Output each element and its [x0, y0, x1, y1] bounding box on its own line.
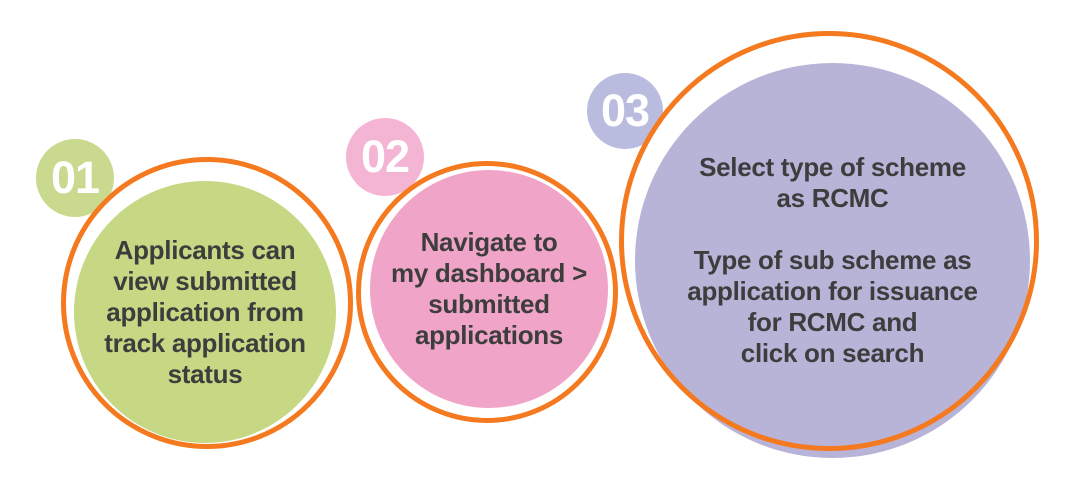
text-line: Applicants can — [114, 234, 296, 265]
text-line: Select type of scheme — [699, 152, 966, 182]
step-3-text: Select type of scheme as RCMC Type of su… — [635, 152, 1030, 369]
step-2-circle: Navigate to my dashboard > submitted app… — [356, 161, 618, 423]
text-line: applications — [414, 320, 564, 350]
text-line: my dashboard > — [391, 258, 587, 288]
text-line: track application — [104, 327, 306, 358]
step-1-number-badge: 01 — [36, 139, 114, 217]
text-line: submitted — [428, 289, 550, 319]
step-1-number: 01 — [50, 151, 100, 203]
step-3-number: 03 — [600, 84, 650, 136]
text-line: Navigate to — [420, 227, 558, 257]
text-line: click on search — [740, 338, 925, 368]
text-line: application for issuance — [687, 276, 978, 306]
text-line — [635, 214, 1030, 245]
text-line: as RCMC — [776, 183, 889, 213]
step-1-circle: Applicants can view submitted applicatio… — [61, 157, 353, 449]
step-3-fill-circle: Select type of scheme as RCMC Type of su… — [635, 63, 1030, 458]
step-1-fill-circle: Applicants can view submitted applicatio… — [74, 181, 336, 443]
step-2-text: Navigate to my dashboard > submitted app… — [370, 227, 608, 351]
step-2-fill-circle: Navigate to my dashboard > submitted app… — [370, 170, 608, 408]
text-line: application from — [106, 296, 304, 327]
text-line: status — [167, 358, 243, 389]
step-1-text: Applicants can view submitted applicatio… — [74, 235, 336, 390]
step-2-number: 02 — [360, 130, 410, 182]
text-line: for RCMC and — [747, 307, 918, 337]
step-3-circle: Select type of scheme as RCMC Type of su… — [619, 31, 1039, 458]
text-line: view submitted — [113, 265, 297, 296]
text-line: Type of sub scheme as — [693, 245, 972, 275]
